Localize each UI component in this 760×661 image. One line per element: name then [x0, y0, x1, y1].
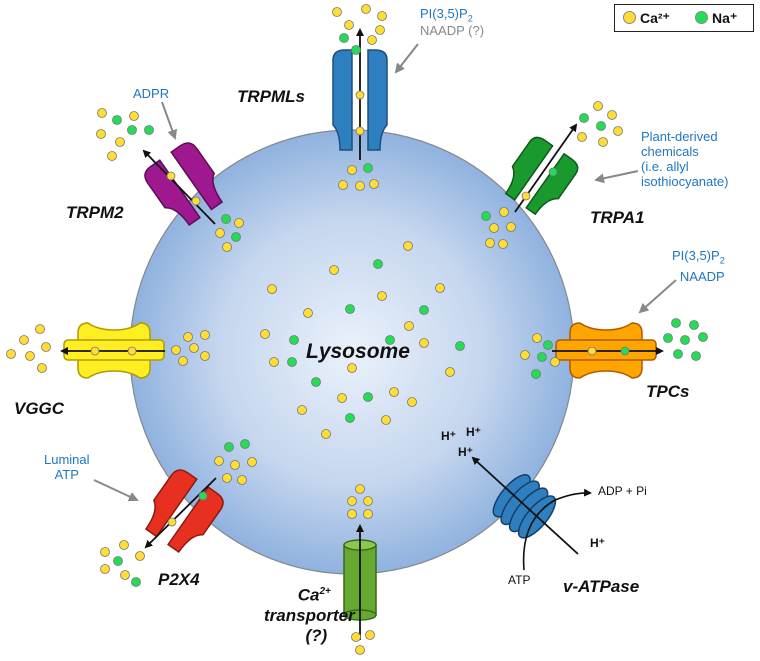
- legend-sodium: Na⁺: [695, 10, 737, 27]
- calcium-dot-icon: [623, 11, 636, 24]
- luminal-atp-label: Luminal ATP: [44, 452, 90, 482]
- tpcs-label: TPCs: [646, 382, 690, 401]
- sodium-dot-icon: [695, 11, 708, 24]
- trpm2-label: TRPM2: [66, 203, 124, 222]
- plant-line-3: (i.e. allyl: [641, 159, 689, 174]
- tpc-ions: [520, 318, 708, 379]
- ca-transporter-word: transporter: [264, 605, 355, 625]
- tpc-ligand-label: PI(3,5)P2 NAADP: [672, 248, 725, 284]
- trpm2-ions: [96, 108, 244, 252]
- trpm2-arrow: [142, 149, 216, 225]
- tpc-channel: [555, 322, 657, 379]
- trpml-pip2-sub: 2: [467, 13, 473, 24]
- plant-line-2: chemicals: [641, 144, 699, 159]
- proton-in: H⁺: [590, 536, 605, 550]
- vggc-ions: [6, 324, 210, 373]
- transporter-ions: [347, 484, 375, 655]
- proton-3: H⁺: [458, 445, 473, 459]
- trpml-ligand-pip2: PI(3,5)P2: [420, 6, 473, 27]
- lysosome-label: Lysosome: [306, 340, 410, 363]
- ca-transporter-label: Ca2+ transporter (?): [264, 582, 355, 646]
- trpa1-label: TRPA1: [590, 208, 645, 227]
- p2x4-label: P2X4: [158, 570, 200, 589]
- plant-line-1: Plant-derived: [641, 129, 718, 144]
- ion-legend: Ca²⁺ Na⁺: [614, 4, 754, 32]
- adpr-label: ADPR: [133, 86, 170, 101]
- vatpase-label: v-ATPase: [563, 577, 640, 596]
- tpc-pip2-sub: 2: [719, 255, 725, 266]
- ca-transporter-sup: 2+: [319, 586, 331, 597]
- tpc-ligand-arrow: [638, 279, 677, 314]
- proton-1: H⁺: [441, 429, 456, 443]
- trpml-ligand-arrow: [394, 43, 419, 74]
- vatpase-proton-arrow: [471, 456, 579, 555]
- trpml-pip2-text: PI(3,5)P: [420, 6, 468, 21]
- trpml-ligand-naadp: NAADP (?): [420, 23, 485, 38]
- luminal-atp-arrow: [93, 479, 139, 502]
- atp-label: ATP: [508, 573, 531, 587]
- ca-transporter-question: (?): [305, 625, 328, 645]
- luminal-line-1: Luminal: [44, 452, 90, 467]
- p2x4-ions: [100, 439, 257, 587]
- trpmls-label: TRPMLs: [237, 87, 305, 106]
- trpa1-ions: [481, 101, 623, 249]
- plant-line-4: isothiocyanate): [641, 174, 729, 189]
- p2x4-arrow: [144, 477, 217, 549]
- atp-hydrolysis-arrow: [522, 488, 592, 571]
- trpa1-channel: [504, 136, 579, 216]
- vggc-channel: [63, 322, 165, 379]
- plant-chemicals-label: Plant-derived chemicals (i.e. allyl isot…: [641, 129, 728, 189]
- legend-ca-label: Ca²⁺: [640, 10, 670, 26]
- legend-calcium: Ca²⁺: [623, 10, 670, 27]
- trpml-ions: [332, 4, 387, 191]
- trpml-channel: [332, 28, 388, 160]
- p2x4-channel: [144, 469, 224, 554]
- tpc-pip2-text: PI(3,5)P: [672, 248, 720, 263]
- ca-transporter-ca: Ca: [297, 585, 320, 605]
- lumen-ions: [260, 241, 465, 439]
- proton-2: H⁺: [466, 425, 481, 439]
- trpm2-channel: [144, 142, 224, 227]
- legend-na-label: Na⁺: [712, 10, 738, 26]
- luminal-line-2: ATP: [54, 467, 79, 482]
- adp-pi-label: ADP + Pi: [598, 484, 647, 498]
- tpc-naadp: NAADP: [679, 268, 725, 284]
- trpa1-ligand-arrow: [594, 170, 639, 184]
- adpr-arrow: [161, 101, 177, 140]
- vggc-label: VGGC: [14, 399, 65, 418]
